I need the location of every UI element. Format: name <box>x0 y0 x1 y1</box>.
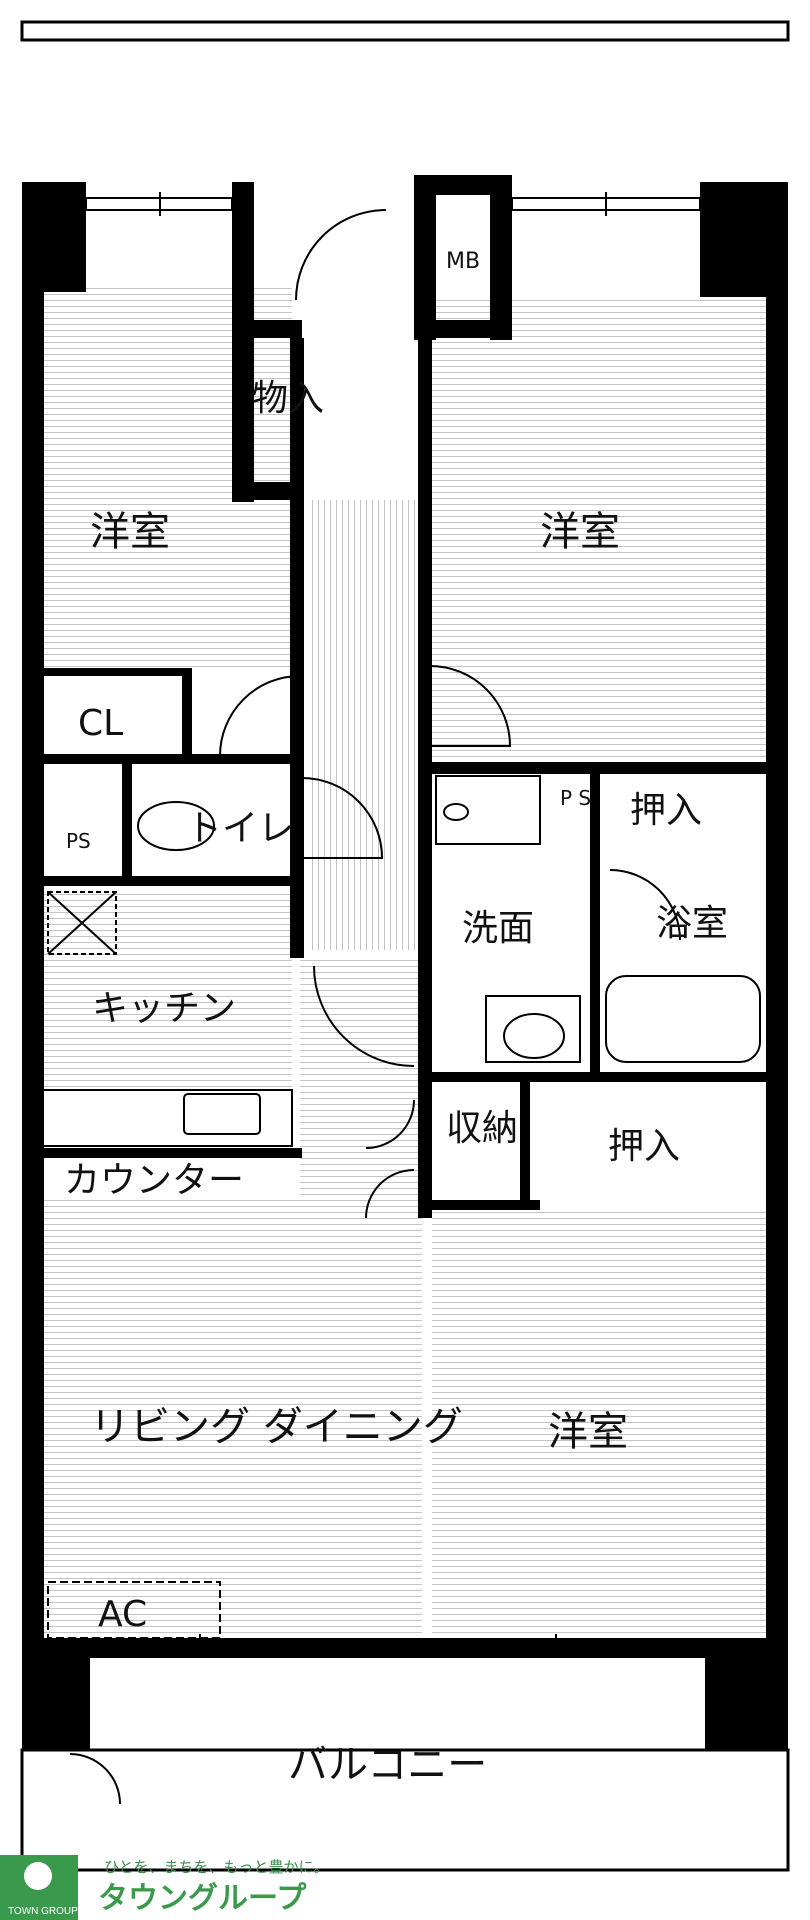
label-oshiire-mid: 押入 <box>608 1126 680 1167</box>
washbasin-counter <box>485 995 581 1063</box>
label-bedroom-se: 洋室 <box>548 1409 628 1455</box>
label-meter-box: MB <box>446 249 480 274</box>
label-kitchen: キッチン <box>92 988 236 1029</box>
washbasin <box>503 1013 565 1059</box>
branding: TOWN GROUP ひとを、まちを、もっと豊かに。 タウングループ <box>0 1855 329 1920</box>
toilet-bowl <box>137 801 215 851</box>
label-air-conditioner: AC <box>98 1594 147 1635</box>
label-balcony: バルコニー <box>288 1742 487 1788</box>
label-storage-entry: 物入 <box>252 378 324 419</box>
kitchen-counter <box>41 1089 293 1147</box>
ac-unit <box>47 1581 221 1639</box>
balcony-outline <box>20 1748 790 1872</box>
floor-fills <box>42 288 772 1640</box>
label-bedroom-ne: 洋室 <box>540 509 620 555</box>
room-labels: 洋室 洋室 洋室 CL PS P S トイレ 物入 MB 押入 押入 洗面 浴室… <box>64 249 728 1788</box>
label-bathroom: 浴室 <box>656 903 728 944</box>
washer-pan <box>435 775 541 845</box>
stove-box <box>47 891 117 955</box>
windows <box>85 192 701 1656</box>
label-storage-shuno: 収納 <box>446 1108 518 1149</box>
walls <box>22 175 788 1750</box>
label-living-dining: リビング ダイニング <box>90 1404 463 1450</box>
label-toilet: トイレ <box>186 808 294 849</box>
label-counter: カウンター <box>64 1160 244 1201</box>
scale-bar <box>20 20 790 42</box>
doors <box>69 209 681 1805</box>
brand-company: タウングループ <box>98 1881 307 1916</box>
label-ps-right: P S <box>560 786 591 810</box>
tree-icon <box>24 1862 52 1890</box>
fixtures <box>41 775 761 1639</box>
label-washroom: 洗面 <box>462 908 534 949</box>
label-closet-cl: CL <box>78 703 123 744</box>
logo-text: TOWN GROUP <box>8 1906 78 1917</box>
bathtub <box>605 975 761 1063</box>
brand-tagline: ひとを、まちを、もっと豊かに。 <box>104 1859 329 1876</box>
label-oshiire-top: 押入 <box>630 790 702 831</box>
label-bedroom-nw: 洋室 <box>90 509 170 555</box>
label-ps-left: PS <box>66 829 91 853</box>
kitchen-sink <box>183 1093 261 1135</box>
